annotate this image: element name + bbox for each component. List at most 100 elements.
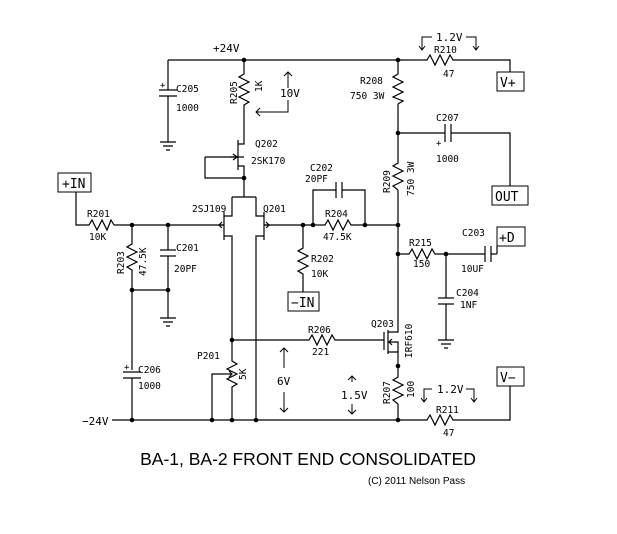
r201-value: 10K	[89, 232, 106, 243]
terminal-in-pos-box	[57, 172, 92, 193]
junction-dot	[395, 57, 401, 63]
r211-right-wire	[456, 386, 511, 421]
q203-ref: Q203	[371, 319, 394, 330]
r215-ref: R215	[409, 238, 432, 249]
copyright-text: (C) 2011 Nelson Pass	[368, 476, 465, 487]
junction-dot	[229, 337, 235, 343]
p201-ref: P201	[197, 351, 220, 362]
arrow-down-1-5v	[347, 404, 357, 415]
c202-value: 20PF	[305, 174, 328, 185]
c204-value: 1NF	[460, 300, 477, 311]
rail-neg-label: −24V	[82, 415, 109, 428]
r207-ref: R207	[382, 381, 393, 404]
r204-value: 47.5K	[323, 232, 352, 243]
grounds	[160, 141, 454, 349]
arrow-1-2v-bot-right	[466, 388, 478, 403]
r205-value: 1K	[254, 80, 265, 92]
c205-ref: C205	[176, 84, 199, 95]
q201-ref: Q201	[263, 204, 286, 215]
ground-symbol	[160, 141, 176, 151]
q202-ref: Q202	[255, 139, 278, 150]
c206-ref: C206	[138, 365, 161, 376]
diagram-title: BA-1, BA-2 FRONT END CONSOLIDATED	[140, 449, 476, 469]
terminal-plus-d: +D	[499, 231, 515, 246]
c207-value: 1000	[436, 154, 459, 165]
r215-symbol	[406, 247, 438, 261]
arrow-1-2v-bot-left	[420, 388, 432, 403]
r202-value: 10K	[311, 269, 328, 280]
p201-wiper-wire	[211, 373, 226, 420]
r210-symbol	[424, 53, 456, 67]
r209-ref: R209	[382, 170, 393, 193]
junction-dot	[253, 417, 259, 423]
ground-symbol	[438, 339, 454, 349]
r202-ref: R202	[311, 254, 334, 265]
c205-plus: +	[160, 81, 166, 91]
ground-symbol	[160, 317, 176, 327]
terminal-vplus-box	[496, 71, 525, 92]
junction-dot	[395, 130, 401, 136]
voltage-6v: 6V	[277, 375, 291, 388]
arrow-1-2v-top-right	[466, 36, 480, 51]
junction-dot	[300, 222, 306, 228]
r203-value: 47.5K	[138, 247, 149, 276]
c206-value: 1000	[138, 381, 161, 392]
r211-symbol	[424, 413, 456, 427]
junction-dot	[395, 251, 401, 257]
junction-dot	[241, 57, 247, 63]
voltage-10v: 10V	[280, 87, 300, 100]
terminal-vminus-box	[496, 366, 525, 387]
junction-dot	[209, 417, 215, 423]
r207-value: 100	[406, 381, 417, 398]
junction-dot	[395, 417, 401, 423]
arrow-up-6v	[279, 347, 289, 368]
junction-dot	[310, 222, 316, 228]
q203-symbol	[383, 328, 399, 356]
arrow-up-10v	[283, 71, 293, 88]
r209-value: 750 3W	[406, 161, 417, 196]
arrow-up-1-5v	[347, 375, 357, 382]
r203-ref: R203	[116, 251, 127, 274]
in-pos-wire	[75, 190, 86, 226]
q201-symbol	[218, 212, 270, 240]
terminal-plus-d-box	[496, 226, 526, 247]
junction-dot	[165, 287, 171, 293]
junction-dot	[129, 222, 135, 228]
r207-symbol	[391, 374, 405, 405]
labels: +24V −24V C205 1000 + R205 1K 10V Q202 2…	[82, 31, 485, 439]
r211-ref: R211	[436, 405, 459, 416]
r201-symbol	[86, 218, 115, 232]
c207-ref: C207	[436, 113, 459, 124]
q202-gate-loop	[204, 157, 244, 179]
junction-dot	[129, 287, 135, 293]
terminal-in-neg: −IN	[291, 296, 314, 311]
r204-ref: R204	[325, 209, 348, 220]
r210-right-wire	[456, 59, 511, 72]
terminal-in-pos: +IN	[62, 177, 85, 192]
r206-ref: R206	[308, 325, 331, 336]
r215-value: 150	[413, 259, 430, 270]
r208-value: 750 3W	[350, 91, 385, 102]
p201-value: 5K	[238, 368, 249, 380]
junction-dot	[362, 222, 368, 228]
c207-right-wire	[454, 132, 511, 186]
terminals: +IN −IN V+ OUT +D V−	[57, 71, 529, 387]
terminal-vminus: V−	[500, 371, 516, 386]
voltage-1-5v: 1.5V	[341, 389, 368, 402]
r204-symbol	[322, 218, 354, 232]
junction-dot	[229, 417, 235, 423]
r210-value: 47	[443, 69, 454, 80]
c207-plus: +	[436, 139, 442, 149]
rail-pos-label: +24V	[213, 42, 240, 55]
r205-ref: R205	[229, 81, 240, 104]
arrow-down-6v	[279, 392, 289, 413]
r201-ref: R201	[87, 209, 110, 220]
r211-value: 47	[443, 428, 454, 439]
terminal-out-box	[491, 185, 529, 206]
p201-symbol	[225, 358, 239, 390]
terminal-out: OUT	[495, 190, 519, 205]
r205-symbol	[237, 70, 251, 108]
terminal-vplus: V+	[500, 76, 516, 91]
